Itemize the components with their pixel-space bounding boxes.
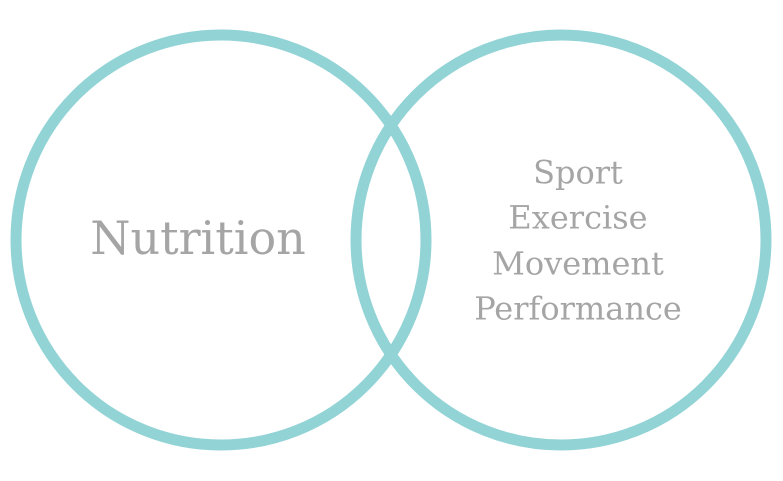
right-circle-line-2: Exercise	[508, 199, 647, 237]
right-circle	[350, 29, 772, 451]
right-circle-line-3: Movement	[492, 245, 664, 283]
right-circle-line-4: Performance	[474, 290, 682, 328]
right-circle-line-1: Sport	[533, 154, 623, 192]
left-circle-label: Nutrition	[90, 211, 306, 265]
left-circle	[10, 29, 432, 451]
